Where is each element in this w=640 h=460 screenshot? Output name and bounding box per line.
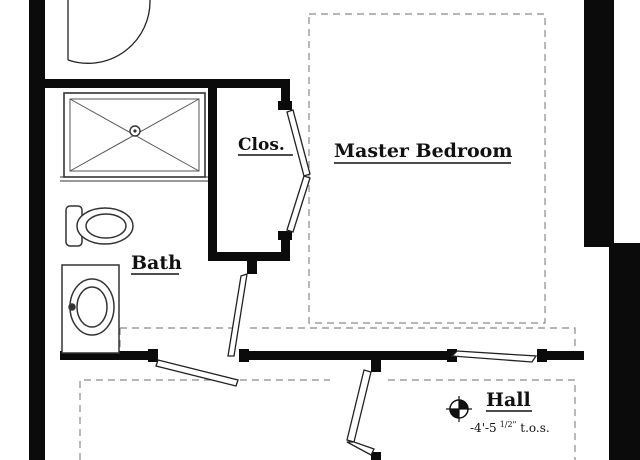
- bath-label: Bath: [131, 252, 182, 274]
- bath-door-leaf: [227, 273, 248, 357]
- closet-jamb-top: [281, 79, 290, 108]
- bedroom-rug-outline: [250, 327, 576, 352]
- dashed-outlines: [79, 13, 576, 460]
- elevation-marker-icon: [446, 396, 472, 422]
- closet-label: Clos.: [238, 135, 285, 155]
- hall-wall-left: [60, 351, 157, 360]
- hall-bifold-upper: [346, 369, 372, 443]
- hall-side-outline: [388, 379, 576, 460]
- hall-wall-right: [540, 351, 584, 360]
- hall-door-right-leaf: [450, 350, 538, 363]
- closet-bottom-wall: [208, 252, 290, 261]
- hall-bifold-lower: [346, 441, 375, 456]
- elevation-main: -4'-5: [470, 421, 497, 435]
- toilet-icon: [65, 205, 134, 247]
- closet-bifold-upper: [286, 109, 311, 177]
- walls: [29, 0, 640, 460]
- bath-floor-outline: [119, 327, 240, 352]
- shower: [60, 92, 208, 182]
- closet-left-wall: [208, 79, 217, 261]
- sink-icon: [61, 264, 120, 354]
- right-exterior-wall: [584, 0, 614, 247]
- closet-jamb-bottom: [281, 231, 290, 261]
- master-bedroom-label: Master Bedroom: [334, 140, 512, 162]
- elevation-fraction: 1/2": [500, 420, 517, 429]
- bath-top-wall: [45, 79, 290, 88]
- closet-bifold-lower: [286, 175, 311, 233]
- right-wall-offset: [609, 243, 640, 460]
- hall-door-left-leaf: [155, 359, 239, 387]
- left-exterior-wall: [29, 0, 45, 460]
- hall-wall-mid: [240, 351, 448, 360]
- bed-outline: [308, 13, 546, 324]
- elevation-suffix: t.o.s.: [520, 421, 549, 435]
- hall-runner-outline: [79, 379, 330, 460]
- doors: [67, 0, 538, 456]
- hall-label: Hall: [486, 389, 531, 411]
